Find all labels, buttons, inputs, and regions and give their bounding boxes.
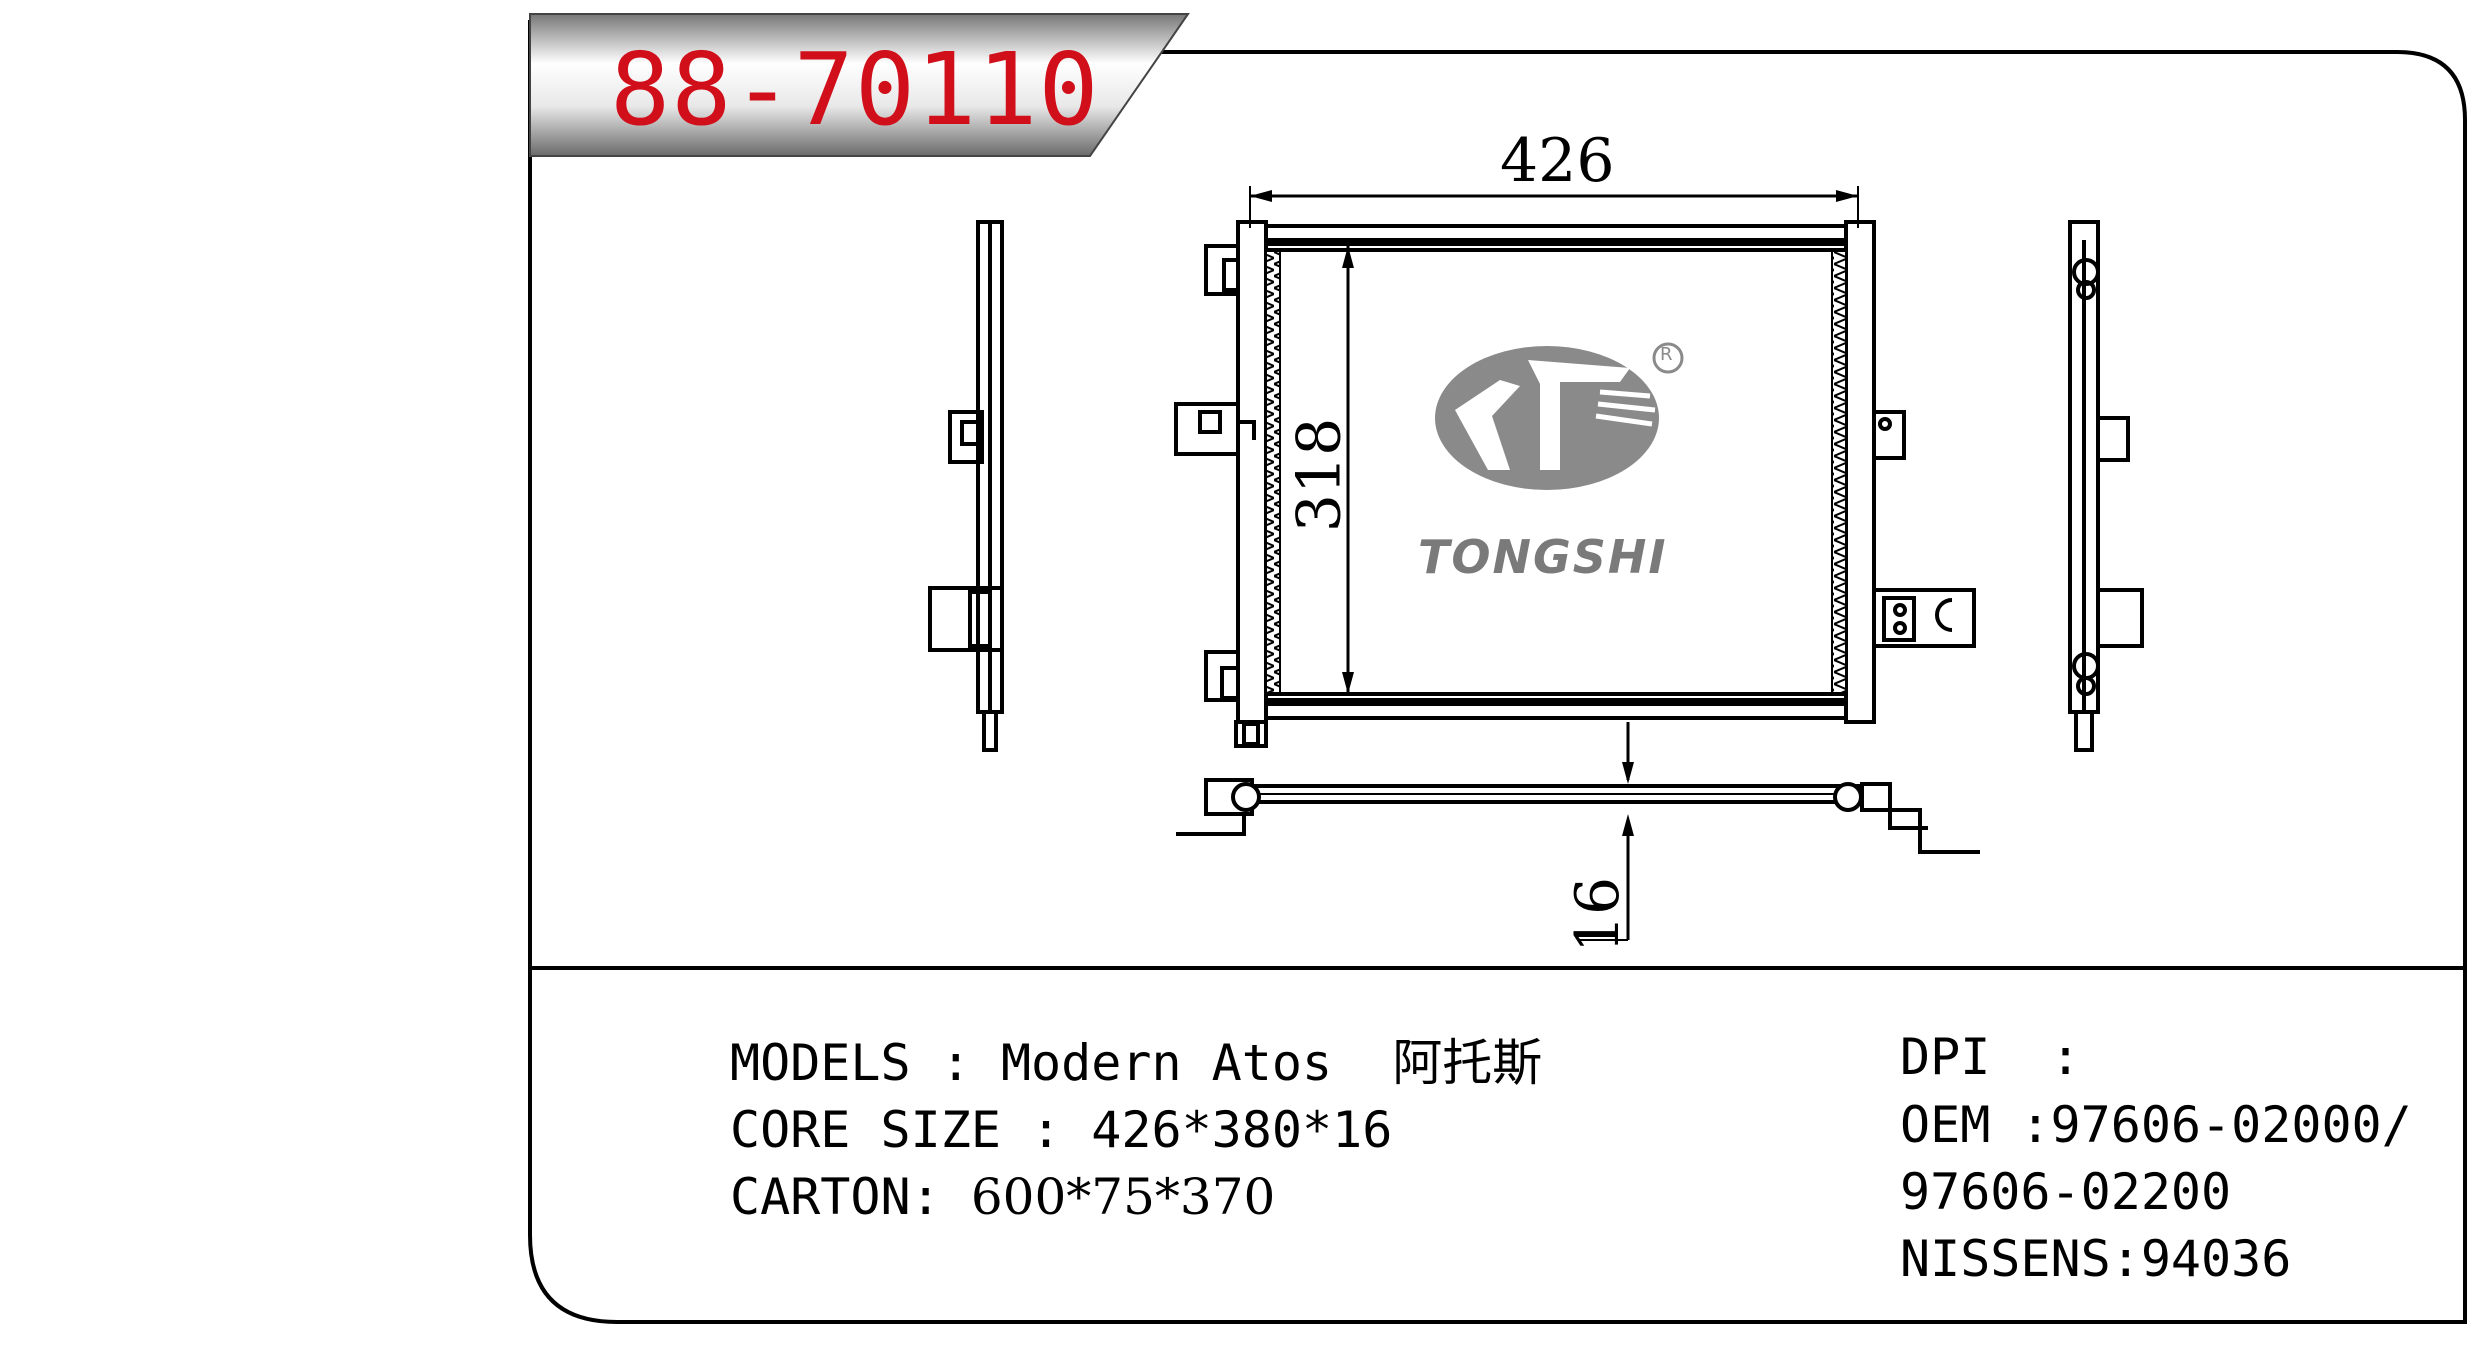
left-side-view bbox=[928, 220, 1004, 752]
carton-line: CARTON: 600*75*370 bbox=[730, 1167, 1275, 1227]
models-chinese-name: 阿托斯 bbox=[1392, 1034, 1543, 1092]
models-value: Modern Atos bbox=[1000, 1034, 1333, 1092]
bottom-view bbox=[1176, 778, 1980, 941]
nissens-label: NISSENS bbox=[1900, 1230, 2111, 1288]
models-line: MODELS : Modern Atos 阿托斯 bbox=[730, 1033, 1542, 1093]
core-size-line: CORE SIZE : 426*380*16 bbox=[730, 1100, 1392, 1160]
oem-line: OEM :97606-02000/ bbox=[1900, 1095, 2412, 1155]
front-view bbox=[1174, 186, 1976, 784]
part-number-badge bbox=[529, 13, 1190, 157]
carton-value: 600*75*370 bbox=[970, 1168, 1276, 1226]
nissens-value: :94036 bbox=[2110, 1230, 2292, 1288]
brand-name: TONGSHI bbox=[1418, 530, 1668, 584]
oem-value-2: 97606-02200 bbox=[1900, 1163, 2232, 1221]
core-size-value: 426*380*16 bbox=[1091, 1101, 1393, 1159]
dpi-separator: : bbox=[2050, 1028, 2081, 1086]
tongshi-logo bbox=[1435, 342, 1684, 490]
oem-line-2: 97606-02200 bbox=[1900, 1162, 2231, 1222]
card-frame bbox=[528, 20, 2467, 1324]
oem-label: OEM bbox=[1900, 1096, 1991, 1154]
width-dimension-label: 426 bbox=[1500, 126, 1615, 196]
dpi-label: DPI bbox=[1900, 1028, 1991, 1086]
registered-mark: R bbox=[1660, 344, 1673, 365]
models-separator: : bbox=[940, 1034, 971, 1092]
carton-label: CARTON: bbox=[730, 1168, 941, 1226]
right-side-view bbox=[2068, 220, 2144, 752]
oem-value-1: :97606-02000/ bbox=[2020, 1096, 2412, 1154]
depth-dimension-label: 16 bbox=[1563, 876, 1634, 954]
models-label: MODELS bbox=[730, 1034, 911, 1092]
core-size-separator: : bbox=[1031, 1101, 1062, 1159]
nissens-line: NISSENS:94036 bbox=[1900, 1229, 2291, 1289]
dpi-line: DPI : bbox=[1900, 1027, 2081, 1087]
height-dimension-label: 318 bbox=[1284, 417, 1355, 533]
core-size-label: CORE SIZE bbox=[730, 1101, 1001, 1159]
part-number: 88-70110 bbox=[610, 31, 1100, 148]
